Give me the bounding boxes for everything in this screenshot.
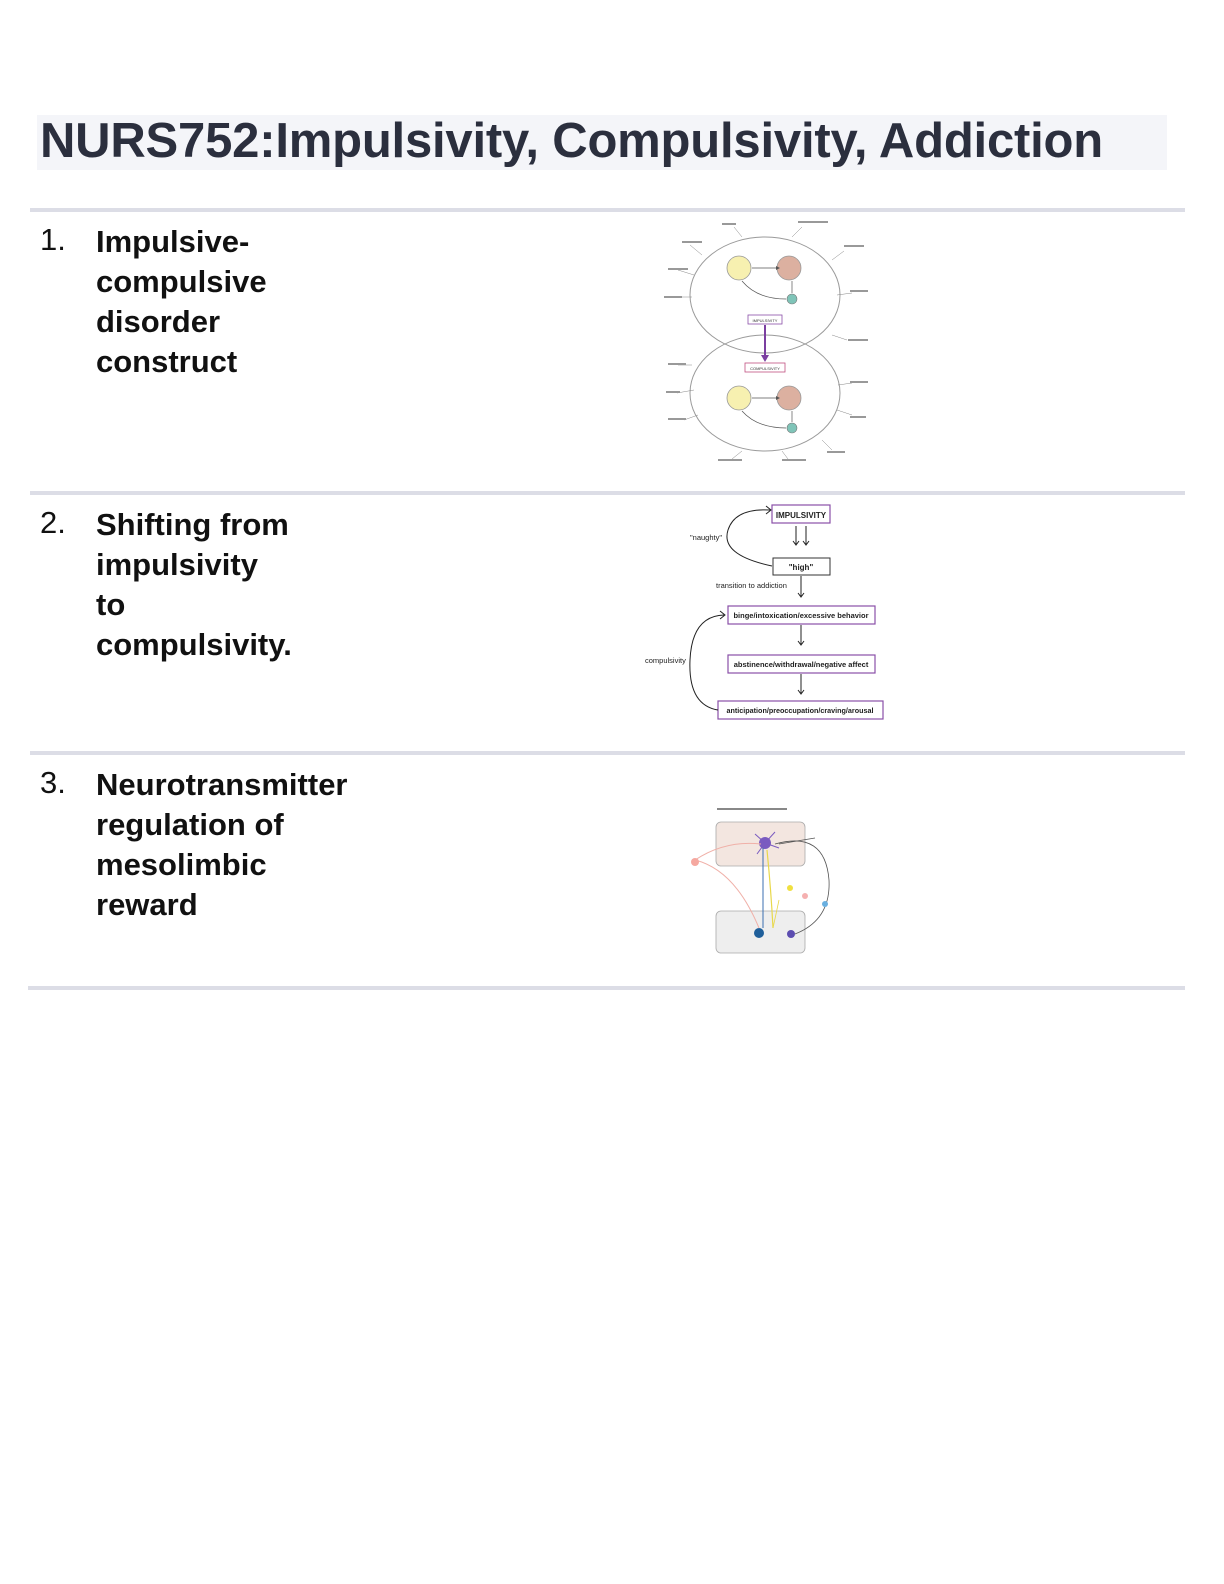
item-label: Shifting from impulsivity to compulsivit… xyxy=(96,505,292,665)
item-number: 3. xyxy=(40,765,66,800)
compulsivity-label: compulsivity xyxy=(645,656,686,665)
compulsivity-box-label: COMPULSIVITY xyxy=(750,366,780,371)
item-label-line: reward xyxy=(96,887,198,922)
item-label: Neurotransmitter regulation of mesolimbi… xyxy=(96,765,348,925)
binge-node-label: binge/intoxication/excessive behavior xyxy=(733,611,868,620)
impulsive-compulsive-diagram: IMPULSIVITY COMPULSIVITY xyxy=(662,215,872,470)
divider-rule xyxy=(30,208,1185,212)
abstinence-node-label: abstinence/withdrawal/negative affect xyxy=(734,660,869,669)
page-title: NURS752:Impulsivity, Compulsivity, Addic… xyxy=(40,114,1104,168)
impulsivity-node-label: IMPULSIVITY xyxy=(776,511,827,520)
item-label-line: compulsivity. xyxy=(96,627,292,662)
impulsivity-box-label: IMPULSIVITY xyxy=(753,318,778,323)
item-number: 2. xyxy=(40,505,66,540)
divider-rule xyxy=(28,986,1185,990)
item-label-line: construct xyxy=(96,344,238,379)
title-band xyxy=(37,115,1167,170)
item-label-line: regulation of xyxy=(96,807,284,842)
item-label-line: mesolimbic xyxy=(96,847,267,882)
divider-rule xyxy=(30,491,1185,495)
item-label-line: Impulsive-compulsive disorder xyxy=(96,224,267,339)
divider-rule xyxy=(30,751,1185,755)
anticipation-node-label: anticipation/preoccupation/craving/arous… xyxy=(727,706,874,715)
naughty-label: "naughty" xyxy=(690,533,722,542)
high-node-label: "high" xyxy=(789,563,814,572)
mesolimbic-reward-diagram xyxy=(675,800,845,965)
item-label: Impulsive-compulsive disorder construct xyxy=(96,222,267,382)
transition-label: transition to addiction xyxy=(716,581,787,590)
item-label-line: Neurotransmitter xyxy=(96,767,348,802)
item-number: 1. xyxy=(40,222,66,257)
item-label-line: Shifting from impulsivity to xyxy=(96,507,289,622)
impulsivity-compulsivity-flowchart: IMPULSIVITY "high" "naughty" transition … xyxy=(640,500,900,735)
